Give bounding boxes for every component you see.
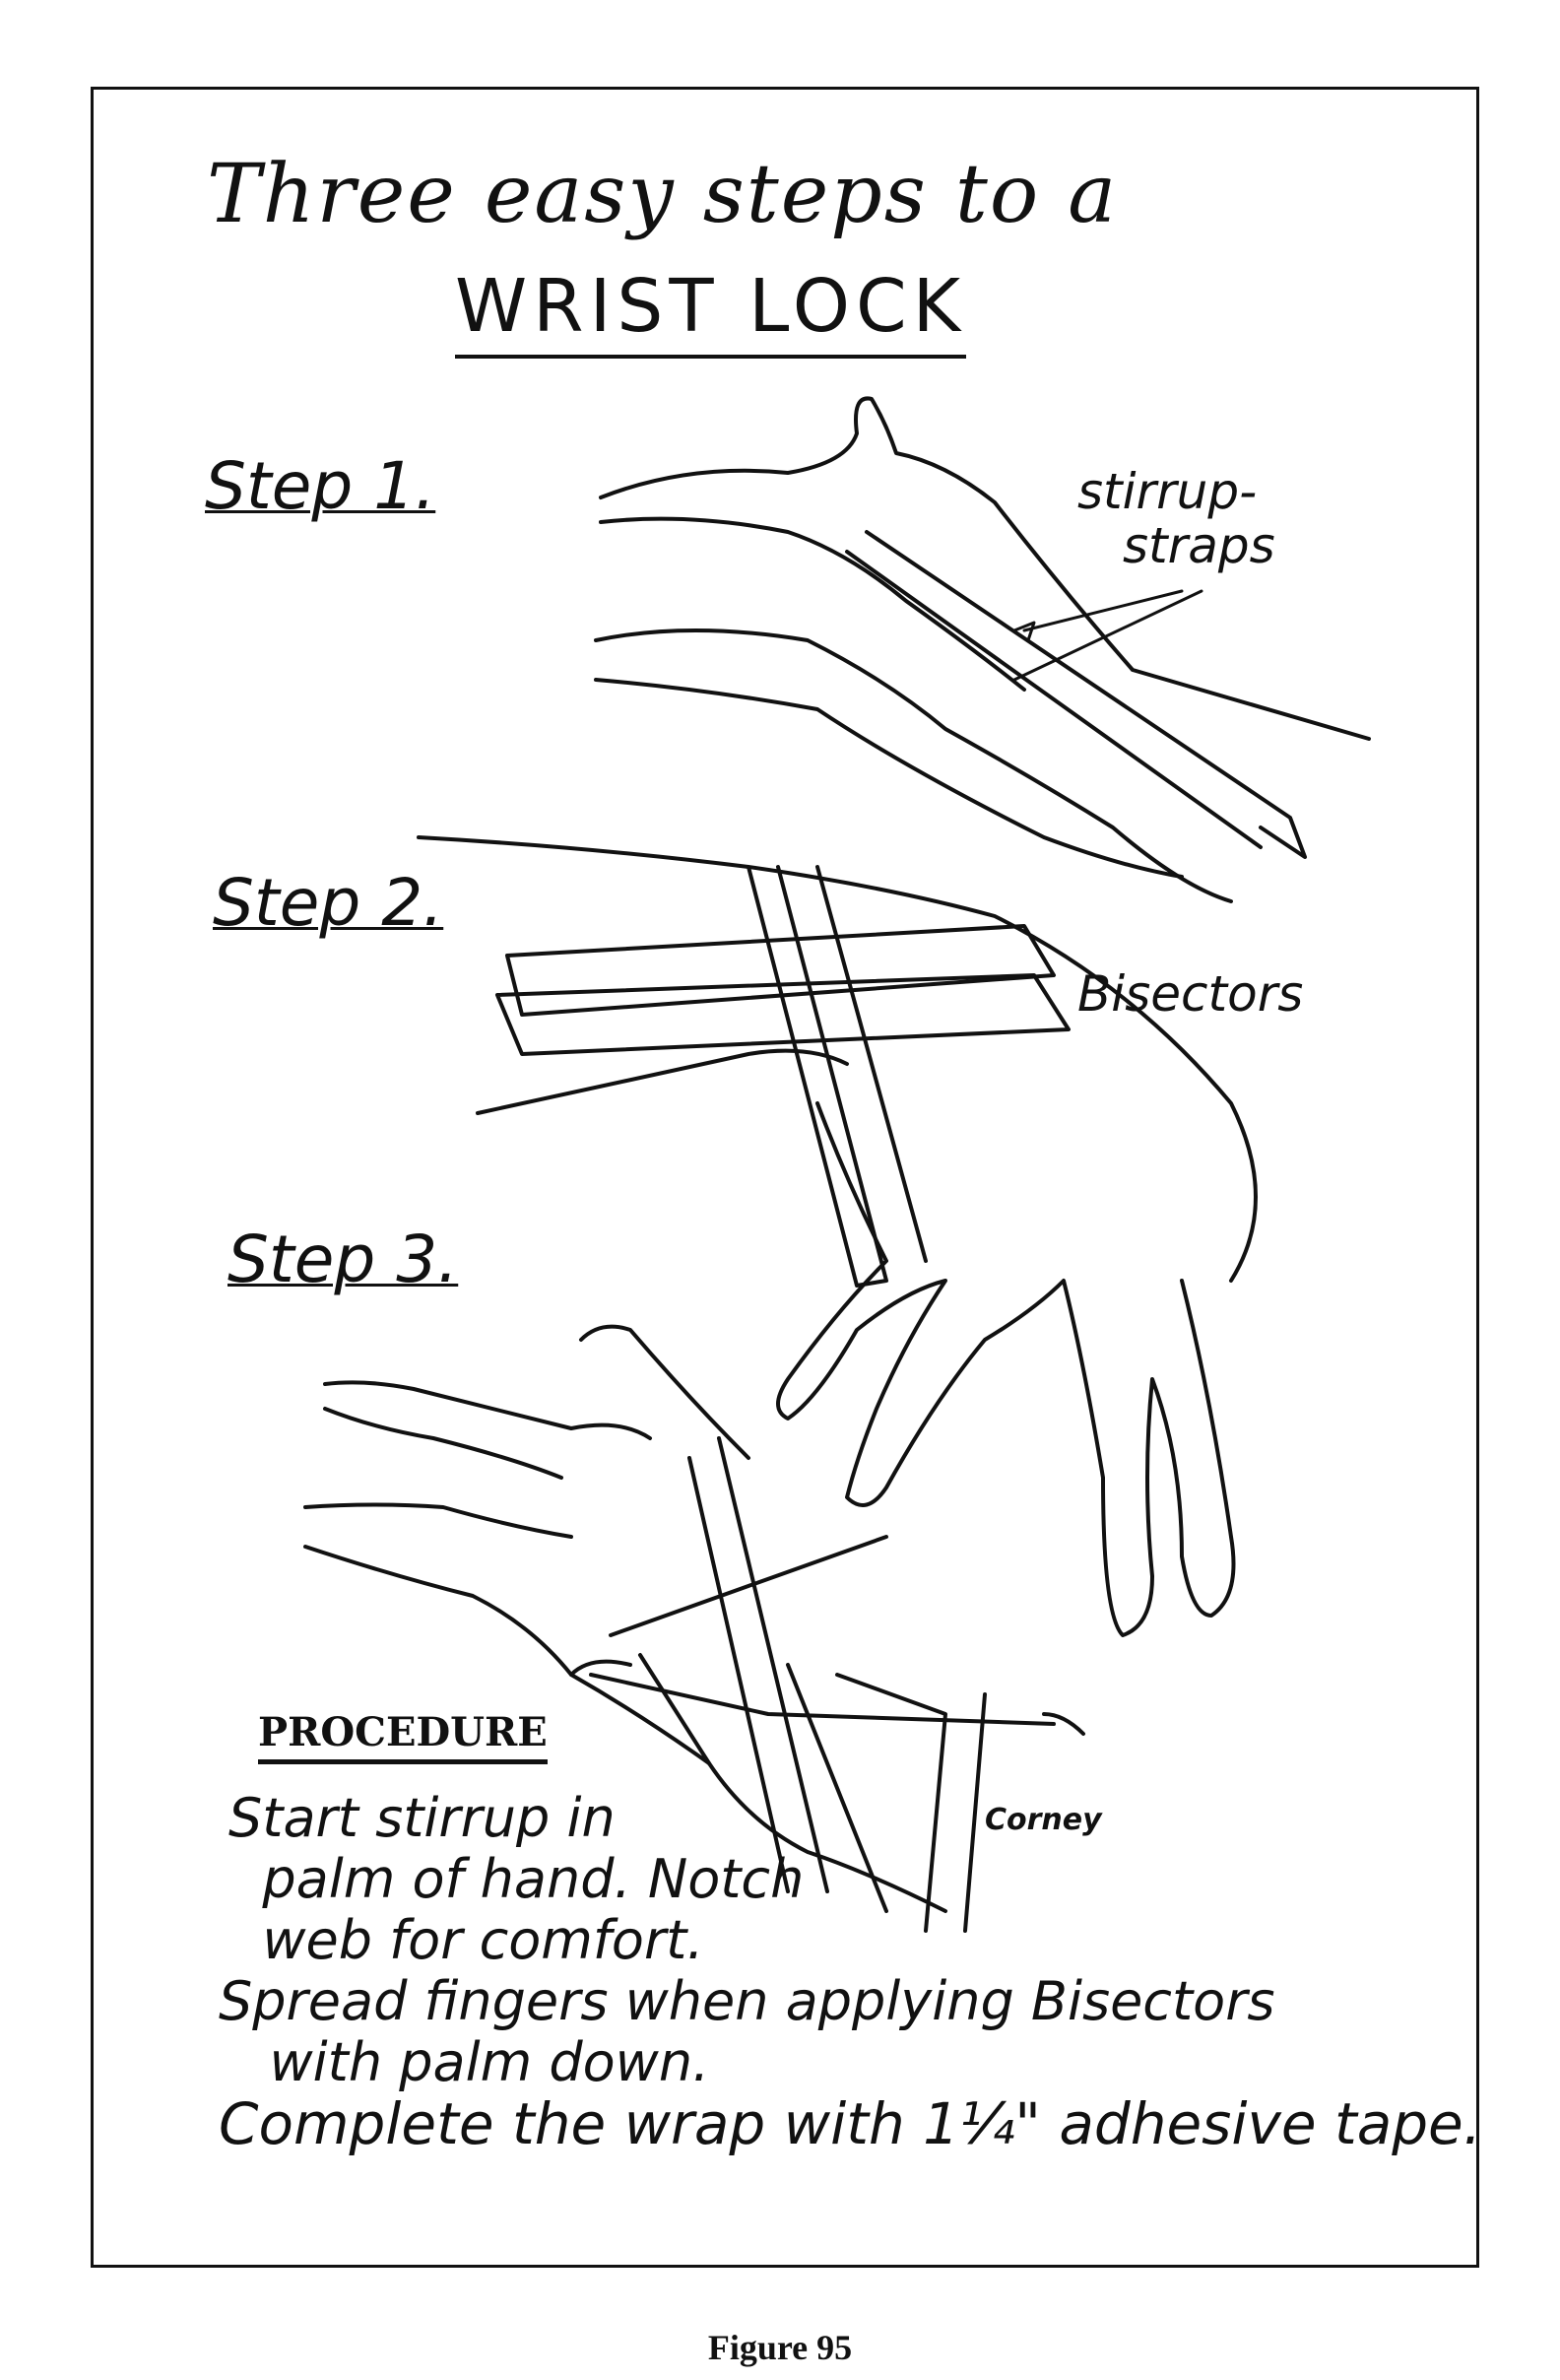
procedure-line: Spread fingers when applying Bisectors: [219, 1970, 1275, 2032]
procedure-heading: PROCEDURE: [258, 1709, 548, 1764]
step-2-label: Step 2.: [213, 865, 444, 941]
procedure-line: web for comfort.: [228, 1909, 704, 1971]
title-line-2: WRIST LOCK: [455, 264, 967, 359]
illustration-frame: [91, 87, 1479, 2268]
stirrup-straps-label-line1: stirrup-: [1077, 463, 1258, 520]
step3-hand-drawing: [303, 1324, 1085, 1933]
step2-hand-drawing: [417, 835, 1258, 1637]
procedure-line: with palm down.: [219, 2031, 710, 2093]
bisectors-label: Bisectors: [1077, 965, 1304, 1023]
step-3-label: Step 3.: [228, 1222, 459, 1297]
procedure-line: Start stirrup in: [228, 1787, 616, 1849]
step1-hand-drawing: [594, 396, 1371, 903]
title-line-1: Three easy steps to a: [207, 148, 1119, 241]
stirrup-straps-label-line2: straps: [1123, 517, 1275, 574]
figure-caption: Figure 95: [707, 2328, 853, 2367]
artist-signature: Corney: [985, 1803, 1102, 1837]
procedure-line: palm of hand. Notch: [228, 1848, 805, 1910]
step-1-label: Step 1.: [205, 448, 436, 524]
procedure-line: Complete the wrap with 1¼" adhesive tape…: [219, 2090, 1482, 2157]
